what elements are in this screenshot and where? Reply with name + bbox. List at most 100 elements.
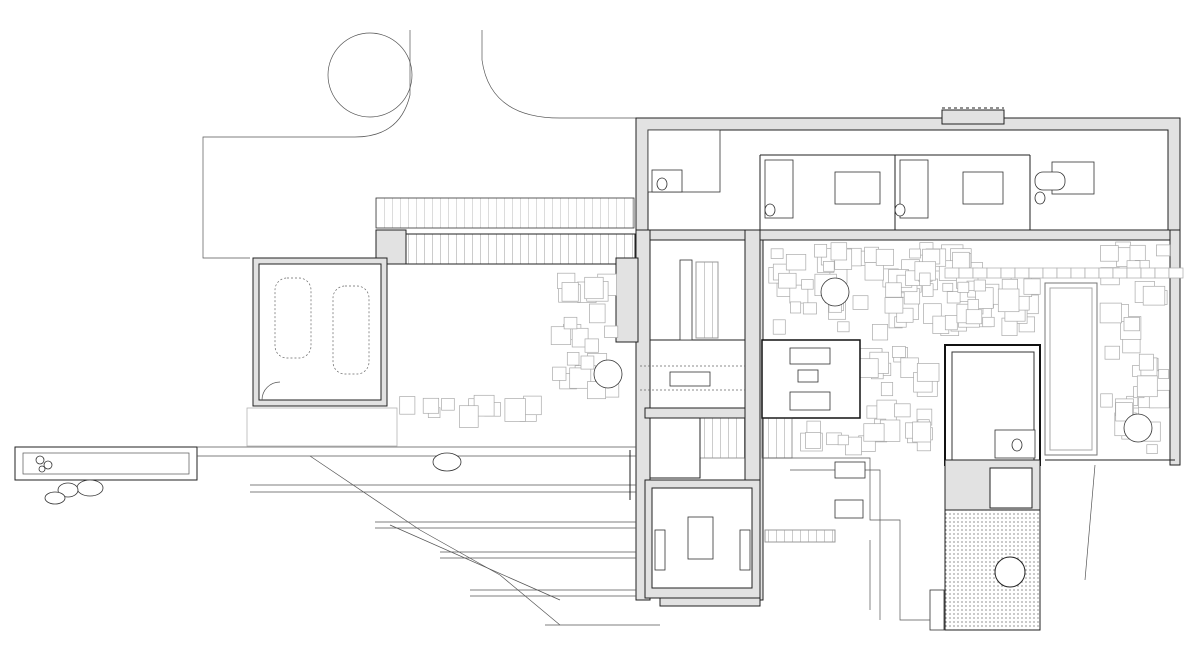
bed-icon [834, 171, 881, 205]
paving-stone [830, 242, 848, 261]
paving-stone [604, 325, 619, 338]
paving-stone [1098, 267, 1114, 279]
paving-stone [1154, 267, 1170, 279]
paving-stone [837, 434, 849, 446]
paving-stone [1158, 369, 1170, 379]
paving-stone [965, 309, 983, 325]
paving-stone [880, 382, 894, 397]
paving-stone [909, 248, 921, 259]
paving-stone [550, 326, 572, 345]
bed-icon [962, 171, 1004, 205]
paving-stone [957, 281, 970, 293]
paving-stone [778, 272, 797, 289]
paving-stone [441, 398, 455, 411]
paving-stone [823, 261, 835, 272]
toilet-icon [656, 177, 668, 191]
paving-stone [1000, 267, 1016, 279]
central-hall [615, 229, 764, 607]
paving-stone [944, 267, 960, 279]
paving-stone [919, 272, 931, 286]
paving-stone [566, 352, 580, 366]
paving-stone [805, 432, 821, 449]
paving-stone [584, 338, 599, 353]
paving-stone [952, 251, 970, 269]
paving-stone [997, 288, 1020, 313]
paving-stone [563, 316, 578, 330]
paving-stone [772, 319, 786, 335]
paving-stone [1140, 267, 1156, 279]
terraces [14, 446, 930, 626]
paving-stone [569, 367, 592, 389]
paving-stone [1123, 317, 1140, 332]
pool [1044, 282, 1098, 456]
paving-stone [1099, 302, 1122, 324]
paving-stone [1136, 375, 1158, 398]
paving-stone [1104, 345, 1120, 360]
paving-stone [504, 398, 526, 422]
paving-stone [1056, 267, 1072, 279]
paving-stone [1129, 244, 1146, 263]
paving-stone [845, 436, 862, 456]
hot-tub-icon [994, 556, 1026, 588]
paving-stone [580, 355, 595, 370]
toilet-icon [1034, 191, 1046, 205]
paving-stone [1028, 267, 1044, 279]
garage [246, 257, 398, 447]
paving-stone [942, 282, 954, 292]
paving-stone [801, 279, 814, 290]
long-pool [14, 446, 198, 481]
paving-stone [571, 327, 589, 348]
paving-stone [1042, 267, 1058, 279]
paving-stone [1142, 285, 1166, 306]
paving-stone [770, 248, 784, 259]
paving-stone [863, 423, 885, 442]
road-edge-east [481, 30, 636, 119]
paving-stone [1156, 244, 1171, 257]
car-icon [332, 285, 370, 375]
paving-stone [967, 299, 979, 311]
paving-stone [912, 421, 932, 443]
paving-stone [1084, 267, 1100, 279]
paving-stone [589, 303, 606, 324]
paving-stone [806, 420, 821, 434]
paving-stone [973, 279, 986, 292]
bathtub-icon [1034, 171, 1066, 191]
table-icon [820, 277, 850, 307]
paving-stone [399, 396, 416, 415]
paving-stone [884, 297, 904, 314]
paving-stone [422, 397, 440, 414]
paving-stone [982, 316, 995, 328]
paving-stone [872, 324, 889, 341]
deck [944, 509, 1041, 631]
paving-stone [885, 282, 902, 298]
paving-stone [958, 267, 974, 279]
paving-stone [1168, 267, 1184, 279]
toilet-icon [1011, 438, 1023, 452]
road-edge [202, 30, 411, 259]
paving-stone [1115, 402, 1133, 422]
paving-stone [1070, 267, 1086, 279]
street [202, 30, 636, 259]
paving-stone [1146, 444, 1158, 454]
entrance-stairs [375, 197, 636, 265]
paving-stone [561, 282, 579, 302]
paving-stone [1023, 278, 1041, 295]
paving-stone [1100, 245, 1119, 262]
paving-stone [944, 315, 958, 331]
paving-stone [814, 244, 828, 258]
paving-stone [837, 321, 850, 333]
dining-table-icon [687, 516, 714, 560]
table-icon [593, 359, 623, 389]
paving-stone [894, 403, 911, 418]
paving-stone [972, 267, 988, 279]
paving-stone [892, 346, 906, 358]
paving-stone [852, 295, 869, 310]
paving-stone [1138, 353, 1154, 371]
paving-stone [1112, 267, 1128, 279]
paving-stone [916, 363, 940, 382]
paving-stone [1014, 267, 1030, 279]
toilet-icon [894, 203, 906, 217]
paving-stone [946, 291, 961, 304]
paving-stone [523, 395, 542, 416]
